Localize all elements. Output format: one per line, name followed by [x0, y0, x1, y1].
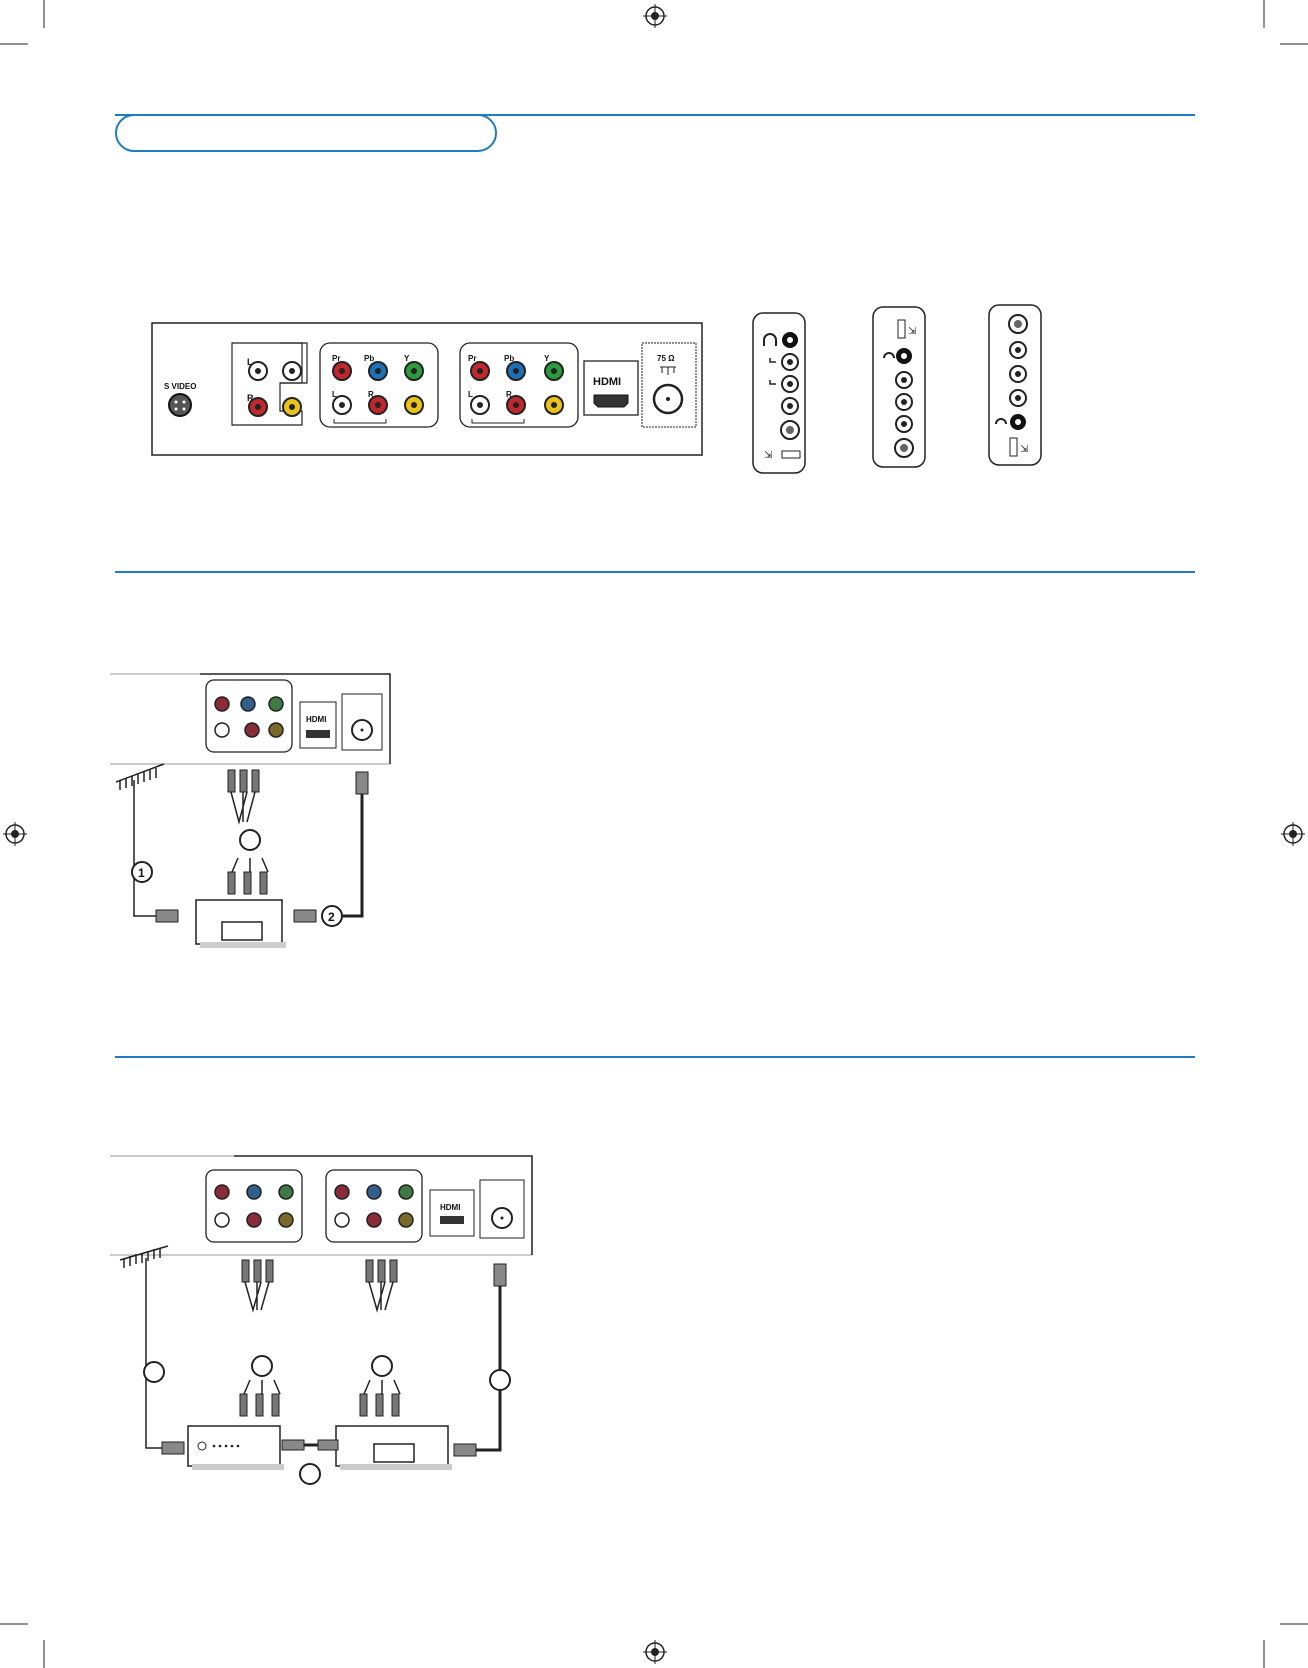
section-rule-1: [115, 571, 1195, 573]
ohm-label: 75 Ω: [657, 354, 675, 363]
y-label: Y: [404, 354, 410, 363]
audio-l-label: L: [247, 357, 253, 367]
side-panel-c: ⇲: [988, 304, 1042, 466]
callout-1: 1: [138, 866, 145, 880]
r-label: R: [368, 390, 374, 399]
s-video-label: S VIDEO: [164, 382, 196, 391]
r-label: R: [506, 390, 512, 399]
connection-diagram-2: HDMI: [110, 1155, 533, 1485]
hdmi-label: HDMI: [440, 1203, 460, 1212]
l-label: L: [468, 390, 473, 399]
header-rule: [115, 114, 1195, 116]
registration-mark-icon: [3, 822, 27, 846]
l-label: L: [332, 390, 337, 399]
hdmi-label: HDMI: [306, 715, 326, 724]
hdmi-label: HDMI: [593, 376, 621, 388]
audio-r-label: R: [247, 393, 254, 403]
usb-icon: ⇲: [764, 450, 772, 461]
usb-icon: ⇲: [1020, 444, 1028, 455]
headphones-icon: [763, 333, 777, 346]
y-label: Y: [544, 354, 550, 363]
section-rule-2: [115, 1056, 1195, 1058]
side-panel-b: ⇲: [872, 306, 926, 468]
registration-mark-icon: [643, 4, 667, 28]
pb-label: Pb: [504, 354, 514, 363]
usb-icon: ⇲: [908, 326, 916, 337]
section-title-pill: [115, 114, 497, 152]
rear-connector-panel: S VIDEO L R Pr Pb Y L R Pr Pb Y L R HDMI…: [151, 322, 703, 456]
pr-label: Pr: [468, 354, 476, 363]
registration-mark-icon: [643, 1640, 667, 1664]
registration-mark-icon: [1281, 822, 1305, 846]
antenna-icon: [119, 1245, 169, 1449]
pb-label: Pb: [364, 354, 374, 363]
antenna-icon: [115, 763, 165, 917]
hdmi-port-icon: [593, 394, 629, 408]
side-panel-a: ⇲: [752, 312, 806, 474]
connection-diagram-1: HDMI 1 2: [110, 673, 391, 948]
pr-label: Pr: [332, 354, 340, 363]
callout-2: 2: [328, 910, 335, 924]
